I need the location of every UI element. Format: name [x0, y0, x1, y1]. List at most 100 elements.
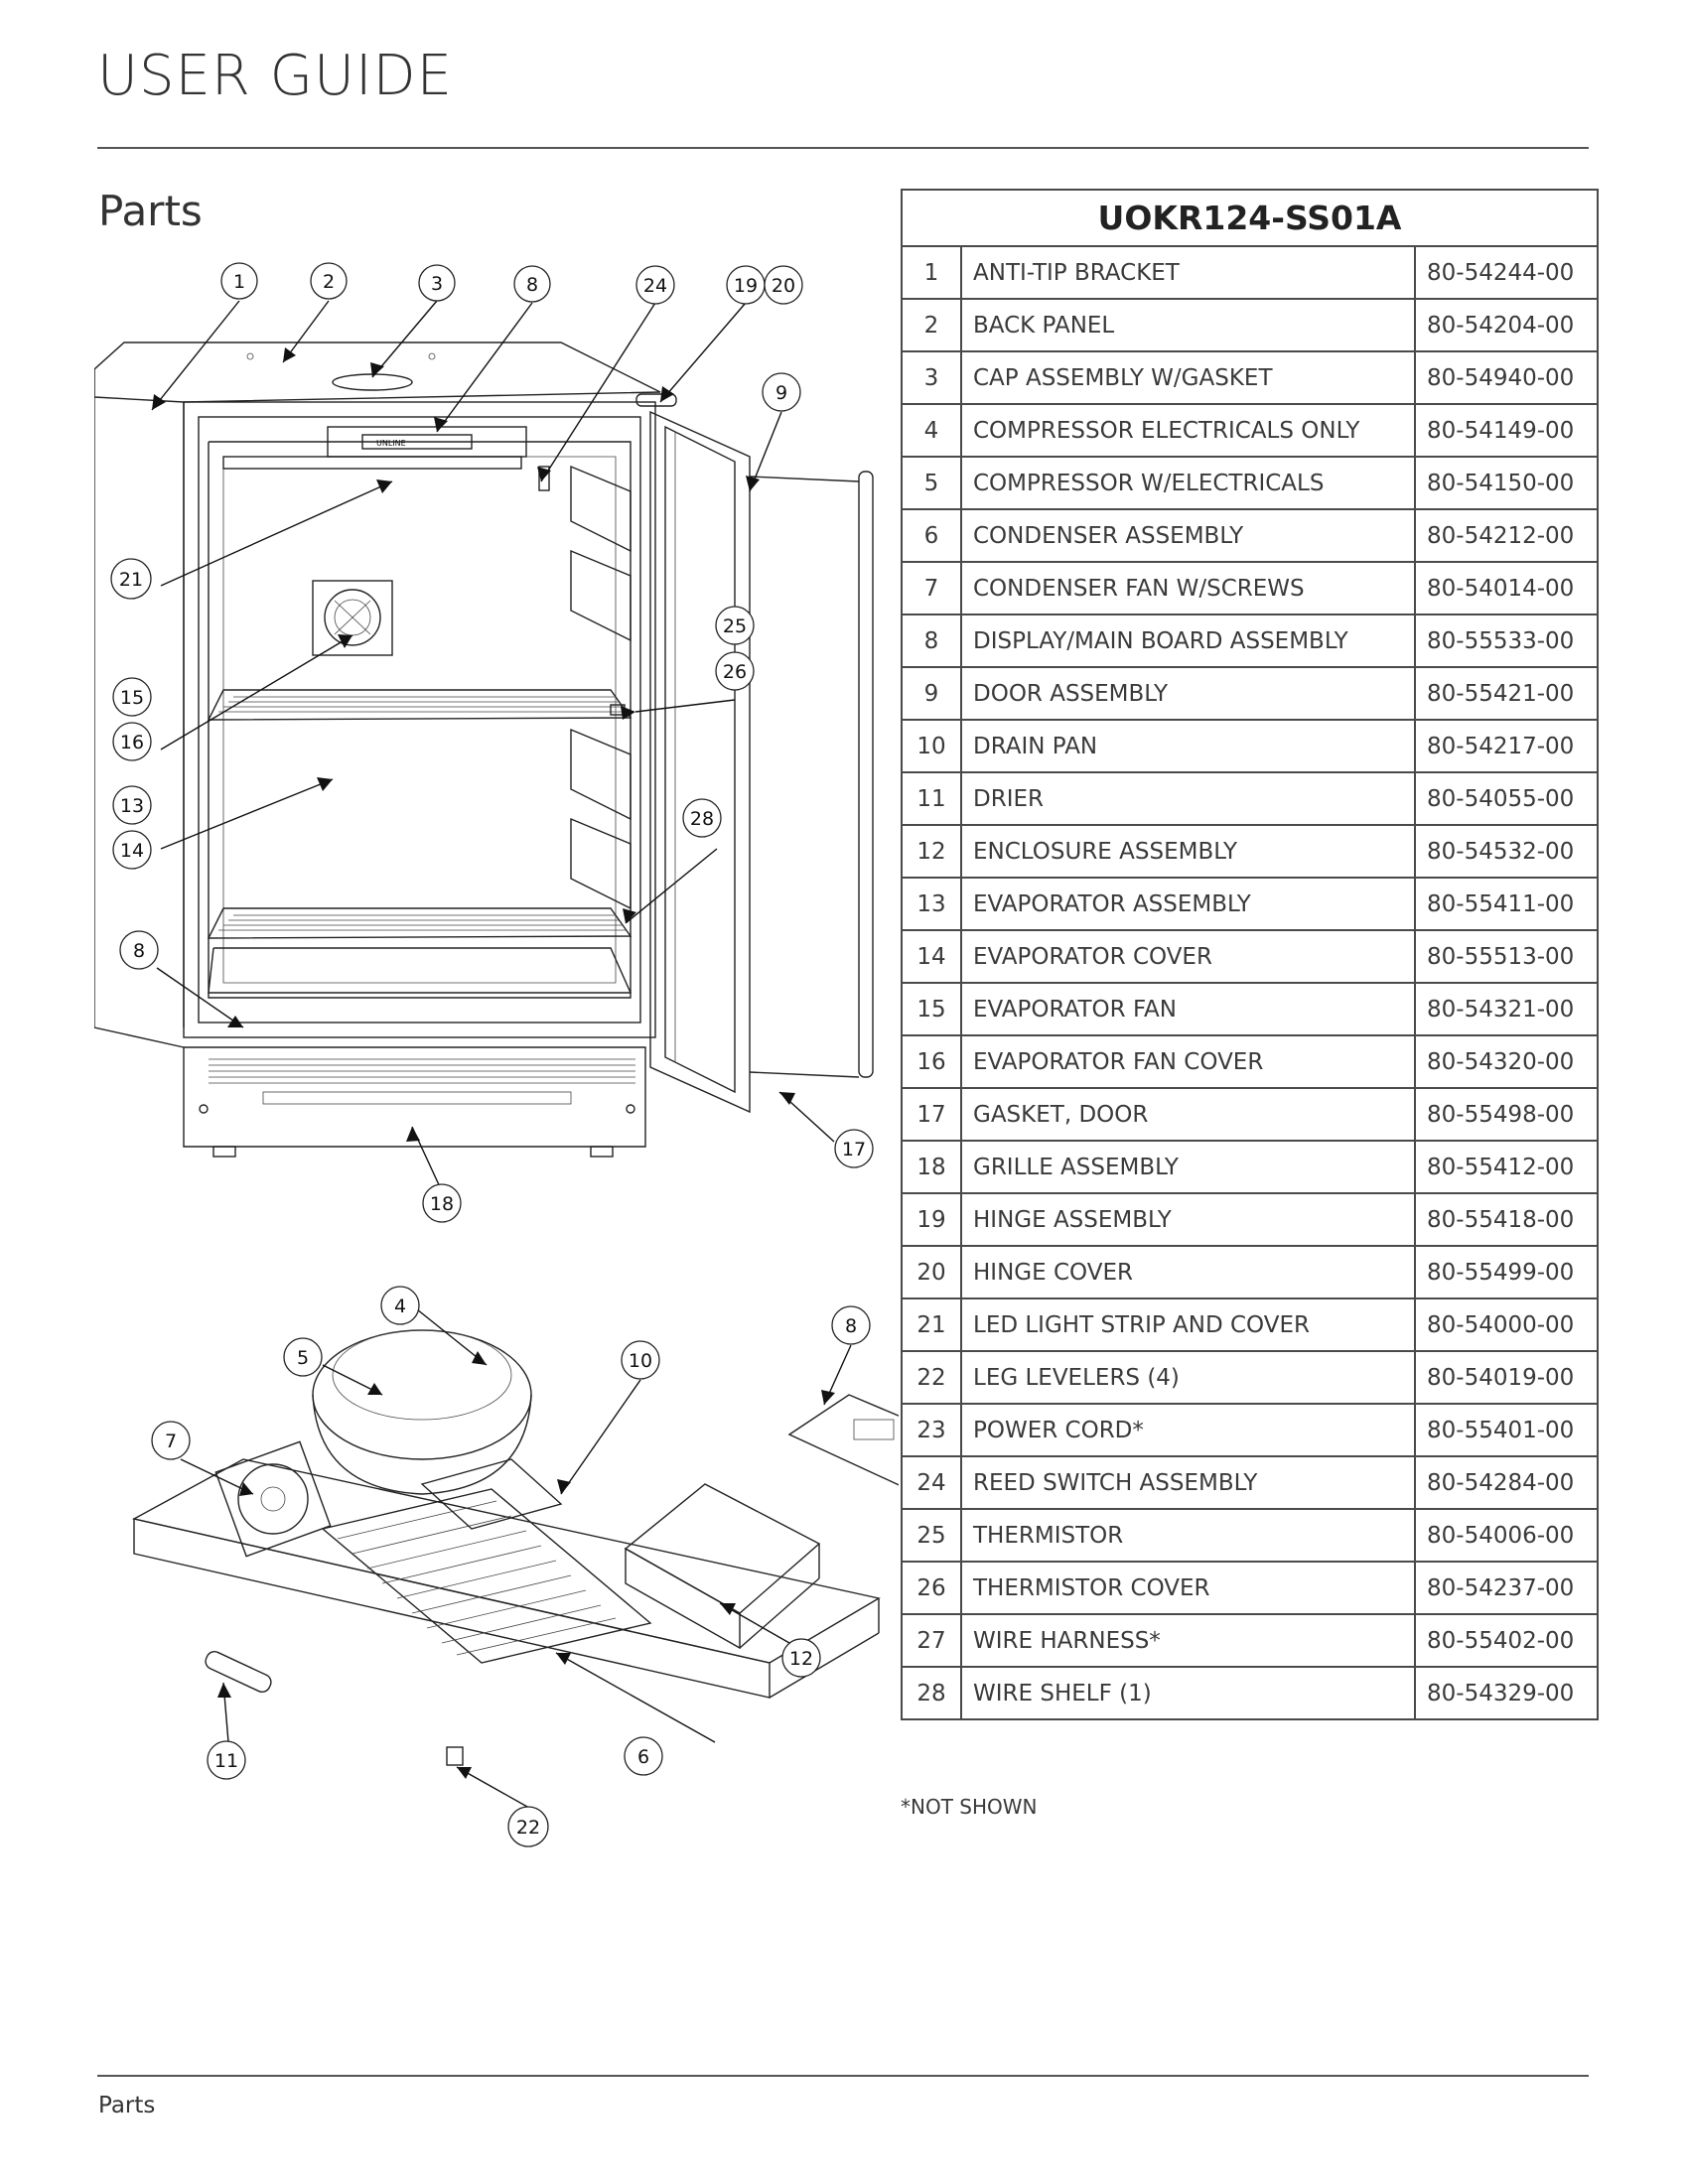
part-description: ANTI-TIP BRACKET [960, 245, 1416, 300]
callout-8-display: 8 [513, 265, 551, 303]
part-number: 80-54000-00 [1414, 1297, 1599, 1352]
part-number-index: 1 [901, 245, 962, 300]
callout-number: 6 [637, 1746, 649, 1768]
model-number: UOKR124-SS01A [901, 189, 1599, 247]
footer-divider [97, 2075, 1589, 2077]
part-number: 80-54237-00 [1414, 1561, 1599, 1615]
part-number: 80-55401-00 [1414, 1403, 1599, 1457]
callout-5: 5 [283, 1337, 323, 1377]
callout-17: 17 [834, 1129, 874, 1168]
part-description: WIRE HARNESS* [960, 1613, 1416, 1668]
part-description: BACK PANEL [960, 298, 1416, 352]
callout-number: 19 [734, 275, 758, 297]
callout-number: 13 [120, 795, 144, 817]
callout-11: 11 [207, 1740, 246, 1780]
part-number: 80-55402-00 [1414, 1613, 1599, 1668]
part-number-index: 4 [901, 403, 962, 458]
part-description: CAP ASSEMBLY W/GASKET [960, 350, 1416, 405]
callout-21: 21 [110, 558, 152, 600]
display-brand-text: UNLINE [376, 439, 406, 448]
part-number: 80-54321-00 [1414, 982, 1599, 1036]
callout-number: 5 [297, 1347, 309, 1369]
part-number-index: 6 [901, 508, 962, 563]
callout-number: 4 [394, 1296, 406, 1317]
part-number: 80-54150-00 [1414, 456, 1599, 510]
part-number-index: 15 [901, 982, 962, 1036]
callout-13: 13 [112, 785, 152, 825]
part-number: 80-54019-00 [1414, 1350, 1599, 1405]
part-number-index: 9 [901, 666, 962, 721]
callout-10: 10 [621, 1340, 660, 1380]
part-description: EVAPORATOR FAN [960, 982, 1416, 1036]
part-number-index: 25 [901, 1508, 962, 1563]
callout-number: 1 [233, 271, 245, 293]
part-description: WIRE SHELF (1) [960, 1666, 1416, 1720]
part-number: 80-55418-00 [1414, 1192, 1599, 1247]
callout-number: 3 [431, 273, 443, 295]
callout-8-board: 8 [831, 1305, 871, 1345]
part-number-index: 23 [901, 1403, 962, 1457]
part-description: HINGE COVER [960, 1245, 1416, 1299]
part-number-index: 11 [901, 771, 962, 826]
part-number-index: 14 [901, 929, 962, 984]
callout-18: 18 [422, 1183, 462, 1223]
part-description: EVAPORATOR COVER [960, 929, 1416, 984]
callout-4: 4 [380, 1286, 420, 1325]
part-number-index: 17 [901, 1087, 962, 1142]
callout-number: 21 [119, 569, 143, 591]
part-description: COMPRESSOR ELECTRICALS ONLY [960, 403, 1416, 458]
part-description: COMPRESSOR W/ELECTRICALS [960, 456, 1416, 510]
part-number-index: 27 [901, 1613, 962, 1668]
part-number: 80-54204-00 [1414, 298, 1599, 352]
footer-section-label: Parts [98, 2093, 156, 2118]
callout-number: 16 [120, 732, 144, 753]
part-description: DRIER [960, 771, 1416, 826]
callout-number: 8 [845, 1315, 857, 1337]
part-description: GRILLE ASSEMBLY [960, 1140, 1416, 1194]
part-description: THERMISTOR COVER [960, 1561, 1416, 1615]
part-description: ENCLOSURE ASSEMBLY [960, 824, 1416, 879]
callout-number: 11 [214, 1750, 238, 1772]
callout-number: 2 [323, 271, 335, 293]
part-number-index: 19 [901, 1192, 962, 1247]
part-number-index: 16 [901, 1034, 962, 1089]
callout-12: 12 [781, 1638, 821, 1678]
part-description: DRAIN PAN [960, 719, 1416, 773]
part-description: LED LIGHT STRIP AND COVER [960, 1297, 1416, 1352]
part-number-index: 10 [901, 719, 962, 773]
part-number: 80-54055-00 [1414, 771, 1599, 826]
part-number: 80-54532-00 [1414, 824, 1599, 879]
part-number: 80-55513-00 [1414, 929, 1599, 984]
part-number-index: 5 [901, 456, 962, 510]
part-number: 80-54014-00 [1414, 561, 1599, 615]
part-number: 80-55411-00 [1414, 877, 1599, 931]
part-number: 80-55421-00 [1414, 666, 1599, 721]
part-number: 80-54212-00 [1414, 508, 1599, 563]
part-number-index: 21 [901, 1297, 962, 1352]
part-number-index: 7 [901, 561, 962, 615]
callout-number: 9 [775, 382, 787, 404]
callout-number: 15 [120, 687, 144, 709]
part-number-index: 18 [901, 1140, 962, 1194]
part-number: 80-54320-00 [1414, 1034, 1599, 1089]
part-description: POWER CORD* [960, 1403, 1416, 1457]
callout-number: 10 [629, 1350, 652, 1372]
part-number: 80-54006-00 [1414, 1508, 1599, 1563]
callout-number: 20 [772, 275, 795, 297]
